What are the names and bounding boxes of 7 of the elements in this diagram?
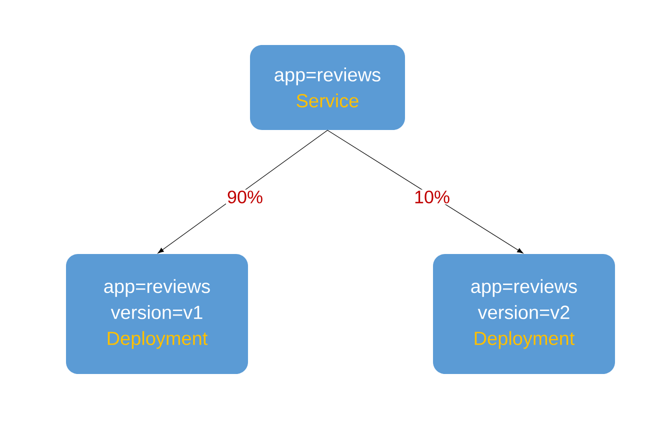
arrow <box>327 130 524 254</box>
process-box: app=reviews version=v1 Deployment <box>66 254 248 374</box>
process-box: app=reviews version=v2 Deployment <box>433 254 615 374</box>
arrow <box>158 130 328 254</box>
edge-label: 90% <box>226 190 264 204</box>
process-box: app=reviews Service <box>250 45 405 130</box>
edge-label: 10% <box>413 190 452 204</box>
